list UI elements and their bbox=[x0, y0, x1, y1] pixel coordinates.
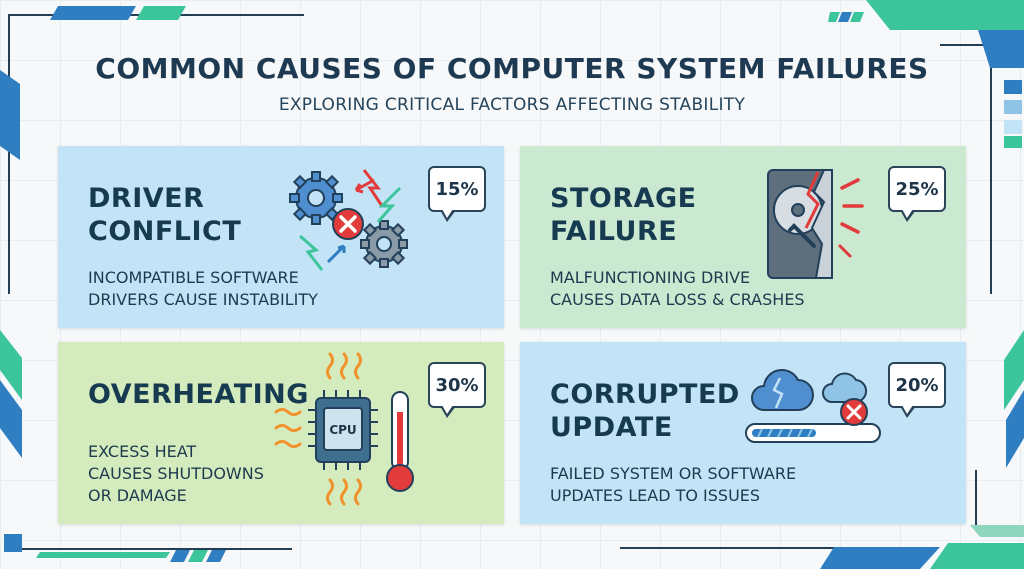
card-description: INCOMPATIBLE SOFTWARE DRIVERS CAUSE INST… bbox=[88, 267, 368, 311]
broken-hard-drive-icon bbox=[767, 169, 864, 279]
card-storage-failure: STORAGE FAILURE MALFUNCTIONING DRIVE CAU… bbox=[520, 146, 966, 328]
card-description-line: FAILED SYSTEM OR SOFTWARE bbox=[550, 464, 797, 483]
gears-conflict-icon bbox=[289, 169, 408, 271]
card-title-line: FAILURE bbox=[550, 216, 678, 247]
percent-value: 15% bbox=[435, 178, 479, 200]
card-title-line: UPDATE bbox=[550, 412, 673, 443]
card-description-line: UPDATES LEAD TO ISSUES bbox=[550, 486, 761, 505]
percent-value: 20% bbox=[895, 374, 939, 396]
card-title: DRIVER CONFLICT bbox=[88, 182, 298, 248]
card-description-line: CAUSES DATA LOSS & CRASHES bbox=[550, 290, 805, 309]
page-title: COMMON CAUSES OF COMPUTER SYSTEM FAILURE… bbox=[95, 52, 929, 85]
card-description-line: INCOMPATIBLE SOFTWARE bbox=[88, 268, 299, 287]
side-shape-right-lower bbox=[1004, 330, 1024, 468]
card-title-line: DRIVER bbox=[88, 183, 205, 214]
cpu-chip-label: CPU bbox=[329, 423, 356, 437]
card-description: EXCESS HEAT CAUSES SHUTDOWNS OR DAMAGE bbox=[88, 441, 368, 507]
card-title-line: STORAGE bbox=[550, 183, 697, 214]
frame-line-right-bottom bbox=[975, 470, 977, 530]
card-description: FAILED SYSTEM OR SOFTWARE UPDATES LEAD T… bbox=[550, 463, 830, 507]
side-shape-left-lower bbox=[0, 330, 22, 458]
card-title-line: CONFLICT bbox=[88, 216, 242, 247]
percent-bubble: 25% bbox=[888, 166, 946, 222]
card-title: STORAGE FAILURE bbox=[550, 182, 760, 248]
frame-line-right-top bbox=[940, 44, 1024, 46]
page-subtitle: EXPLORING CRITICAL FACTORS AFFECTING STA… bbox=[278, 95, 746, 115]
bubble-tail-fill bbox=[902, 209, 913, 218]
card-title: CORRUPTED UPDATE bbox=[550, 378, 760, 444]
card-overheating: OVERHEATING EXCESS HEAT CAUSES SHUTDOWNS… bbox=[58, 342, 504, 524]
side-squares-right bbox=[1004, 80, 1022, 148]
card-description-line: EXCESS HEAT bbox=[88, 442, 197, 461]
card-title-line: OVERHEATING bbox=[88, 379, 309, 410]
corner-decoration-top-right bbox=[828, 0, 1024, 68]
frame-line-left bbox=[8, 14, 10, 294]
frame-line-bottom-right bbox=[620, 547, 920, 549]
failed-update-progress-icon bbox=[745, 369, 881, 443]
card-driver-conflict: DRIVER CONFLICT INCOMPATIBLE SOFTWARE DR… bbox=[58, 146, 504, 328]
frame-line-bottom bbox=[22, 548, 292, 550]
bubble-tail-fill bbox=[442, 405, 453, 414]
percent-bubble: 15% bbox=[428, 166, 486, 222]
percent-value: 25% bbox=[895, 178, 939, 200]
card-corrupted-update: CORRUPTED UPDATE FAILED SYSTEM OR SOFTWA… bbox=[520, 342, 966, 524]
card-description-line: OR DAMAGE bbox=[88, 486, 187, 505]
bubble-tail-fill bbox=[442, 209, 453, 218]
corner-decoration-top-left bbox=[50, 6, 186, 20]
card-title: OVERHEATING bbox=[88, 378, 348, 411]
frame-line-right bbox=[990, 44, 992, 294]
hot-cpu-thermometer-icon: CPU bbox=[274, 352, 414, 506]
percent-value: 30% bbox=[435, 374, 479, 396]
card-title-line: CORRUPTED bbox=[550, 379, 740, 410]
percent-bubble: 20% bbox=[888, 362, 946, 418]
side-shape-left bbox=[0, 70, 20, 160]
card-description: MALFUNCTIONING DRIVE CAUSES DATA LOSS & … bbox=[550, 267, 830, 311]
percent-bubble: 30% bbox=[428, 362, 486, 418]
card-description-line: CAUSES SHUTDOWNS bbox=[88, 464, 264, 483]
card-description-line: MALFUNCTIONING DRIVE bbox=[550, 268, 751, 287]
card-description-line: DRIVERS CAUSE INSTABILITY bbox=[88, 290, 318, 309]
corner-decoration-bottom-left bbox=[4, 534, 226, 562]
bubble-tail-fill bbox=[902, 405, 913, 414]
corner-decoration-bottom-right bbox=[820, 525, 1024, 569]
